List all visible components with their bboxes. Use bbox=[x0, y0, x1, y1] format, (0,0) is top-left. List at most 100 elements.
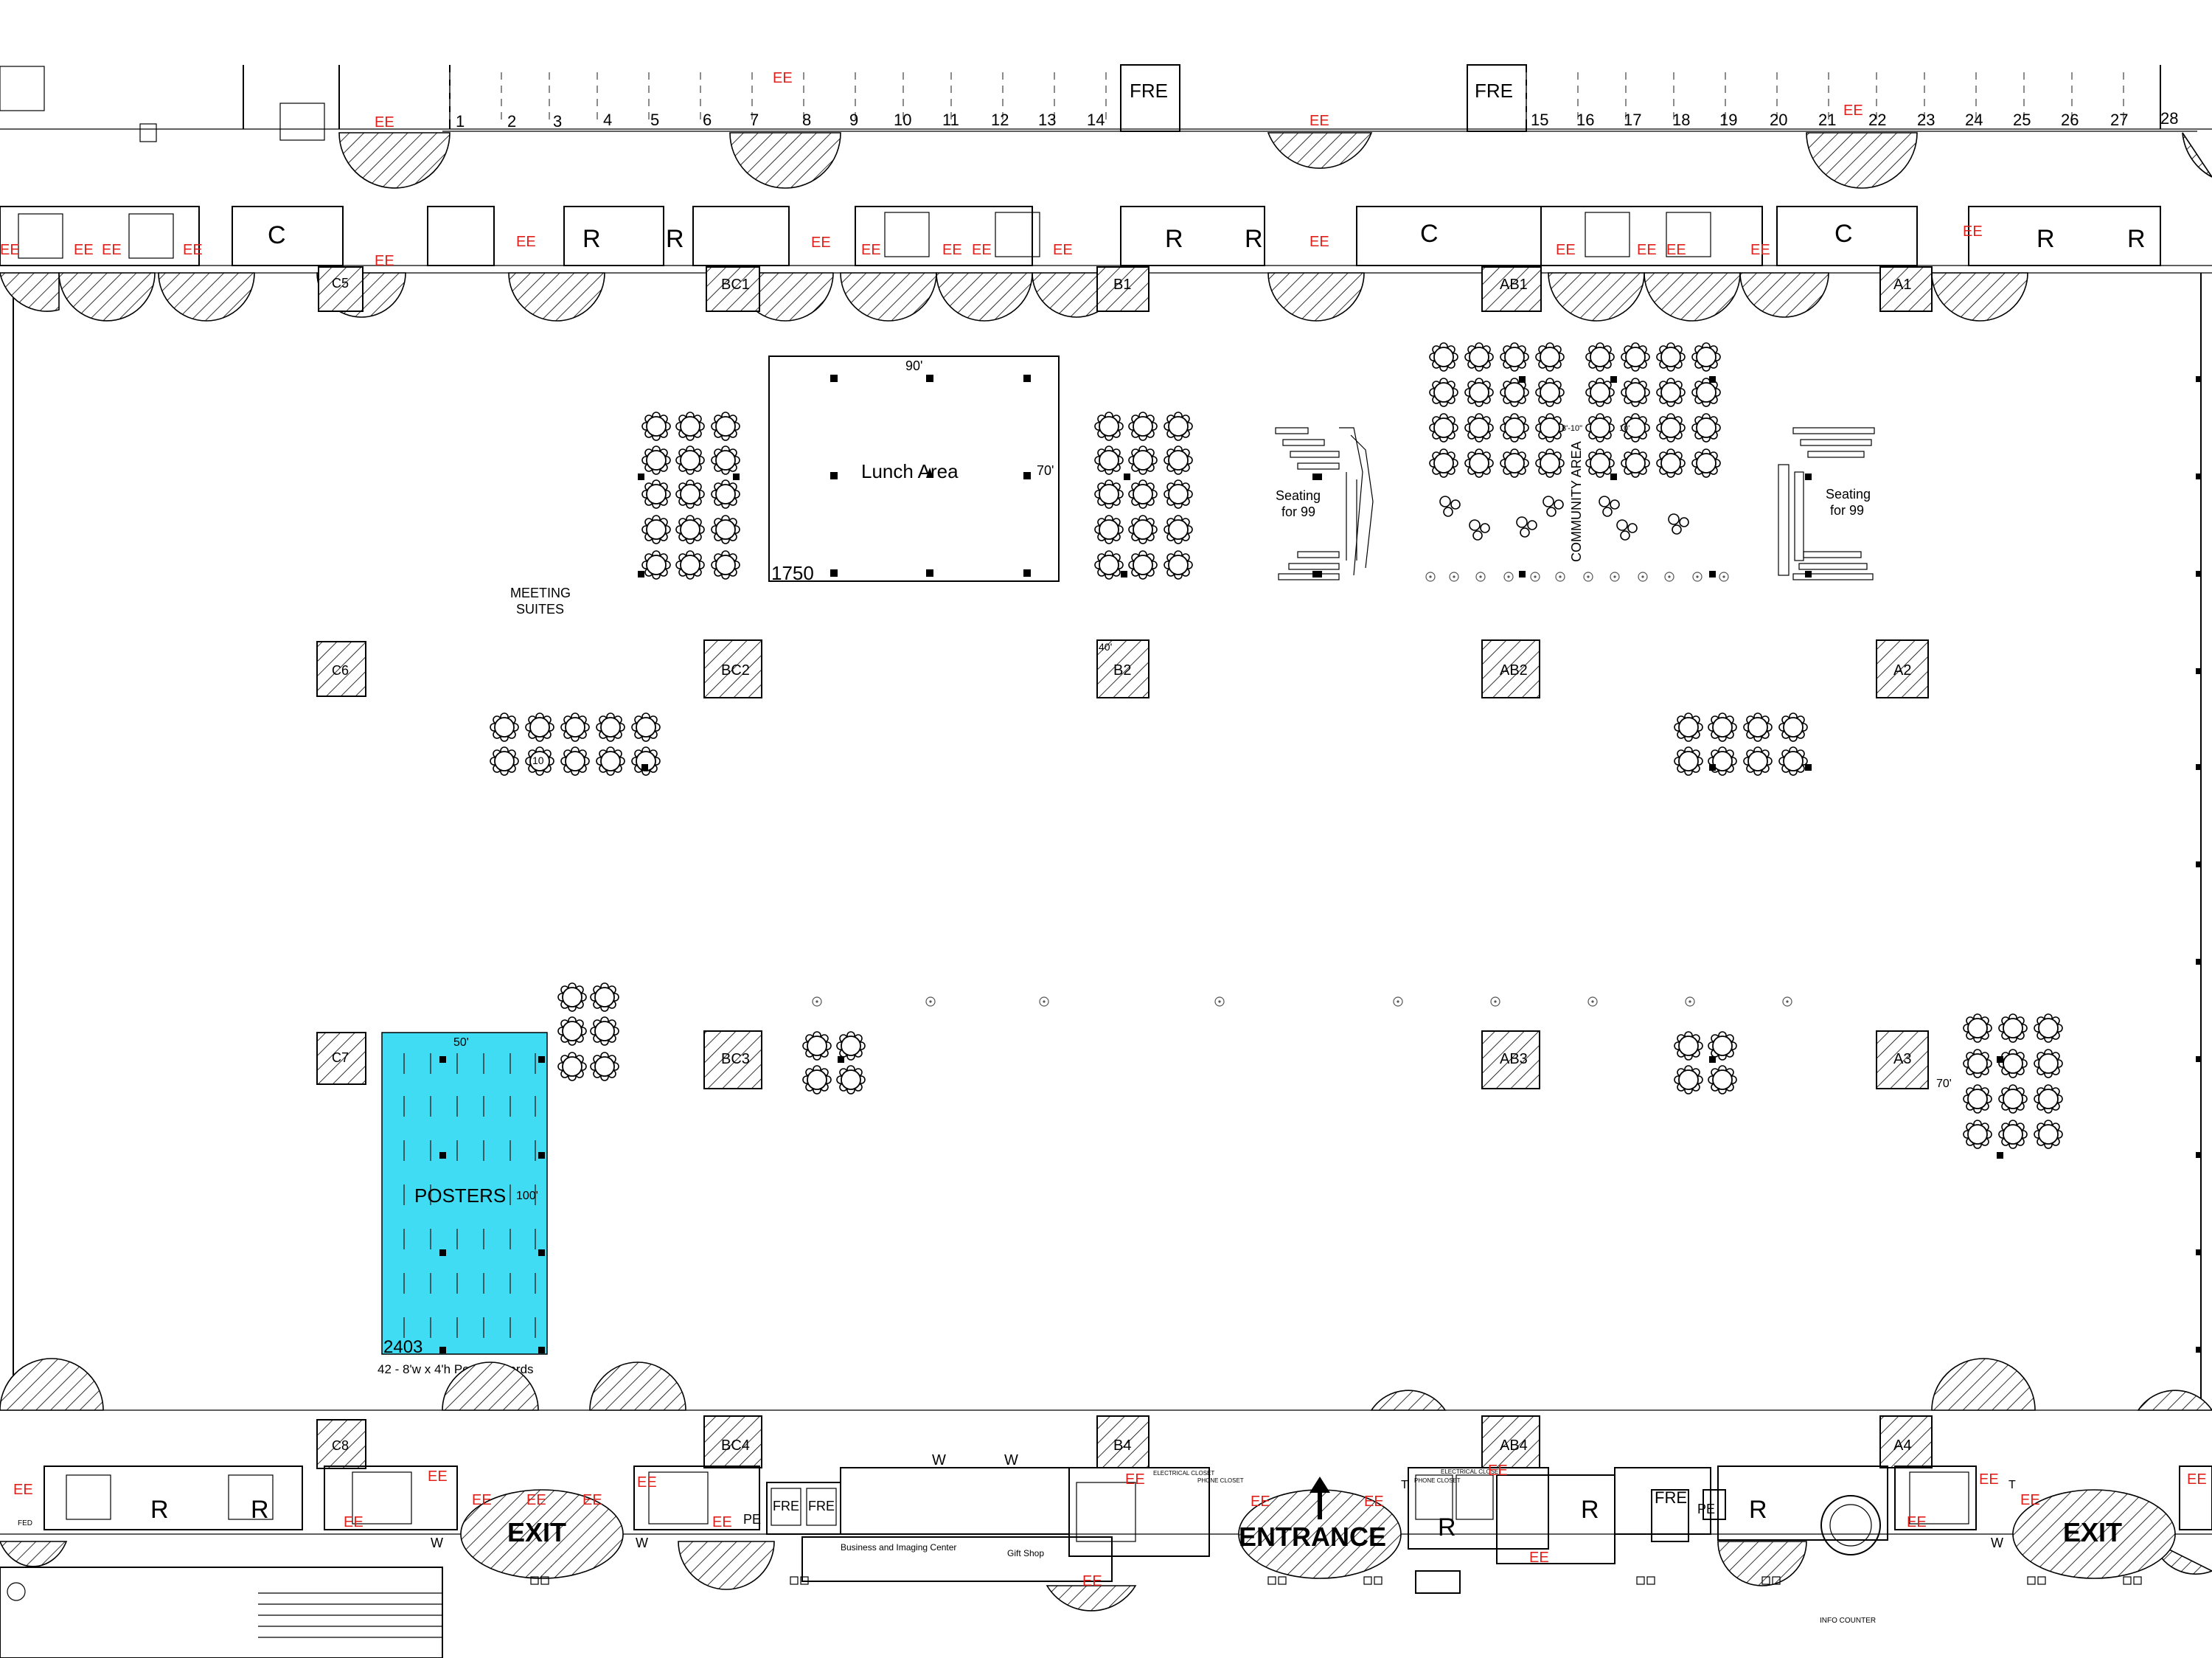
restroom-label: R bbox=[2127, 225, 2146, 253]
w-label: W bbox=[431, 1536, 443, 1550]
t-label: T bbox=[1401, 1479, 1408, 1491]
dock-number: 10 bbox=[894, 111, 911, 129]
posters-area bbox=[381, 1032, 548, 1355]
dock-number: 15 bbox=[1531, 111, 1548, 129]
lunch-area-width: 90' bbox=[905, 358, 922, 373]
phone-closet-label: PHONE CLOSET bbox=[1197, 1477, 1244, 1484]
posters-title: POSTERS bbox=[414, 1184, 506, 1207]
ee-label: EE bbox=[1666, 242, 1686, 258]
column-labels: C5 BC1 B1 AB1 A1 C6 BC2 B2 AB2 A2 C7 BC3… bbox=[332, 276, 1911, 1454]
ee-label: EE bbox=[1310, 113, 1329, 129]
dock-number: 1 bbox=[456, 112, 465, 131]
ee-label: EE bbox=[1907, 1514, 1927, 1530]
restroom-label: R bbox=[1438, 1513, 1456, 1541]
ee-label: EE bbox=[526, 1492, 546, 1508]
lunch-area-height: 70' bbox=[1037, 463, 1054, 478]
dock-number: 3 bbox=[553, 112, 562, 131]
ee-label: EE bbox=[1053, 242, 1073, 258]
phone-closet-label: PHONE CLOSET bbox=[1414, 1477, 1461, 1484]
dock-number: 14 bbox=[1087, 111, 1105, 129]
a3-dimension: 70' bbox=[1936, 1078, 1952, 1090]
ee-label: EE bbox=[375, 114, 394, 131]
ee-label: EE bbox=[1843, 103, 1863, 119]
emergency-exit-labels-top: EE EE EE EE EE EE EE EE EE EE EE EE EE E… bbox=[0, 70, 1983, 269]
pe-label: PE bbox=[1697, 1502, 1715, 1516]
column-label: B2 bbox=[1113, 662, 1131, 679]
dock-door-separators bbox=[449, 72, 2124, 125]
column-label: A2 bbox=[1893, 662, 1911, 679]
column-label: A1 bbox=[1893, 277, 1911, 293]
ee-label: EE bbox=[375, 253, 394, 269]
ee-label: EE bbox=[582, 1492, 602, 1508]
dock-number: 21 bbox=[1818, 111, 1836, 129]
restroom-label: R bbox=[2037, 225, 2055, 253]
top-door-swings bbox=[338, 132, 2212, 189]
dock-number: 16 bbox=[1576, 111, 1594, 129]
closet-label: C bbox=[1420, 220, 1439, 248]
column-label: AB3 bbox=[1500, 1051, 1528, 1067]
ee-label: EE bbox=[1750, 242, 1770, 258]
dock-number: 5 bbox=[650, 111, 659, 129]
dock-number: 26 bbox=[2061, 111, 2079, 129]
ee-label: EE bbox=[13, 1482, 33, 1498]
fire-riser-label: FRE bbox=[1475, 80, 1513, 102]
exhibit-hall-outline bbox=[0, 128, 2212, 1411]
upper-room-labels: C R R R R C C R R bbox=[268, 220, 2146, 253]
dock-number: 9 bbox=[849, 111, 858, 129]
dock-number: 19 bbox=[1719, 111, 1737, 129]
exit-label: EXIT bbox=[2063, 1517, 2122, 1547]
pe-label: PE bbox=[743, 1512, 761, 1527]
ee-label: EE bbox=[344, 1514, 364, 1530]
dock-number: 25 bbox=[2013, 111, 2031, 129]
ee-label: EE bbox=[1529, 1550, 1549, 1566]
dock-number: 24 bbox=[1965, 111, 1983, 129]
column-label: B1 bbox=[1113, 277, 1131, 293]
fire-riser-label: FRE bbox=[1655, 1488, 1687, 1507]
fire-riser-label: FRE bbox=[808, 1499, 835, 1513]
column-label: B4 bbox=[1113, 1437, 1131, 1454]
building-columns bbox=[316, 266, 1933, 1469]
t-label: T bbox=[2008, 1479, 2016, 1491]
dock-number: 7 bbox=[750, 111, 759, 129]
ee-label: EE bbox=[2187, 1471, 2207, 1488]
dock-number: 22 bbox=[1868, 111, 1886, 129]
seating-label: for 99 bbox=[1830, 503, 1864, 518]
ee-label: EE bbox=[1488, 1463, 1508, 1479]
lower-room-labels: R R R R R FRE FRE FRE PE PE W W W W W T … bbox=[18, 1452, 2016, 1625]
column-label: BC1 bbox=[721, 277, 750, 293]
entrance-label: ENTRANCE bbox=[1239, 1522, 1386, 1552]
ee-label: EE bbox=[183, 242, 203, 258]
ee-label: EE bbox=[1364, 1494, 1384, 1510]
posters-height: 100' bbox=[516, 1190, 538, 1202]
community-area-dimension: 8'-10" bbox=[1562, 424, 1582, 433]
ee-label: EE bbox=[637, 1474, 657, 1491]
exit-label: EXIT bbox=[507, 1517, 566, 1547]
meeting-suites-label: MEETING bbox=[510, 586, 571, 600]
closet-label: C bbox=[1834, 220, 1853, 248]
ee-label: EE bbox=[1556, 242, 1576, 258]
restroom-label: R bbox=[1165, 225, 1183, 253]
column-label: AB2 bbox=[1500, 662, 1528, 679]
gift-shop-label: Gift Shop bbox=[1007, 1548, 1044, 1558]
seating-label: Seating bbox=[1826, 487, 1871, 502]
ee-label: EE bbox=[773, 70, 793, 86]
upper-service-rooms bbox=[0, 206, 2212, 266]
restroom-label: R bbox=[1581, 1496, 1599, 1524]
lower-door-swings bbox=[0, 1358, 2212, 1612]
dock-number: 28 bbox=[2160, 109, 2178, 128]
lunch-area-title: Lunch Area bbox=[861, 460, 959, 482]
lunch-area: Lunch Area 1750 90' 70' bbox=[768, 355, 1060, 584]
dock-number: 6 bbox=[703, 111, 712, 129]
ee-label: EE bbox=[472, 1492, 492, 1508]
ee-label: EE bbox=[2020, 1492, 2040, 1508]
column-label: C8 bbox=[332, 1438, 349, 1453]
ee-label: EE bbox=[0, 242, 20, 258]
w-label: W bbox=[1004, 1452, 1018, 1468]
restroom-label: R bbox=[1749, 1496, 1767, 1524]
seating-label: for 99 bbox=[1281, 504, 1315, 519]
posters-number: 2403 bbox=[383, 1337, 422, 1357]
column-label: BC4 bbox=[721, 1437, 750, 1454]
posters-width: 50' bbox=[453, 1036, 469, 1049]
lunch-area-number: 1750 bbox=[771, 562, 814, 584]
